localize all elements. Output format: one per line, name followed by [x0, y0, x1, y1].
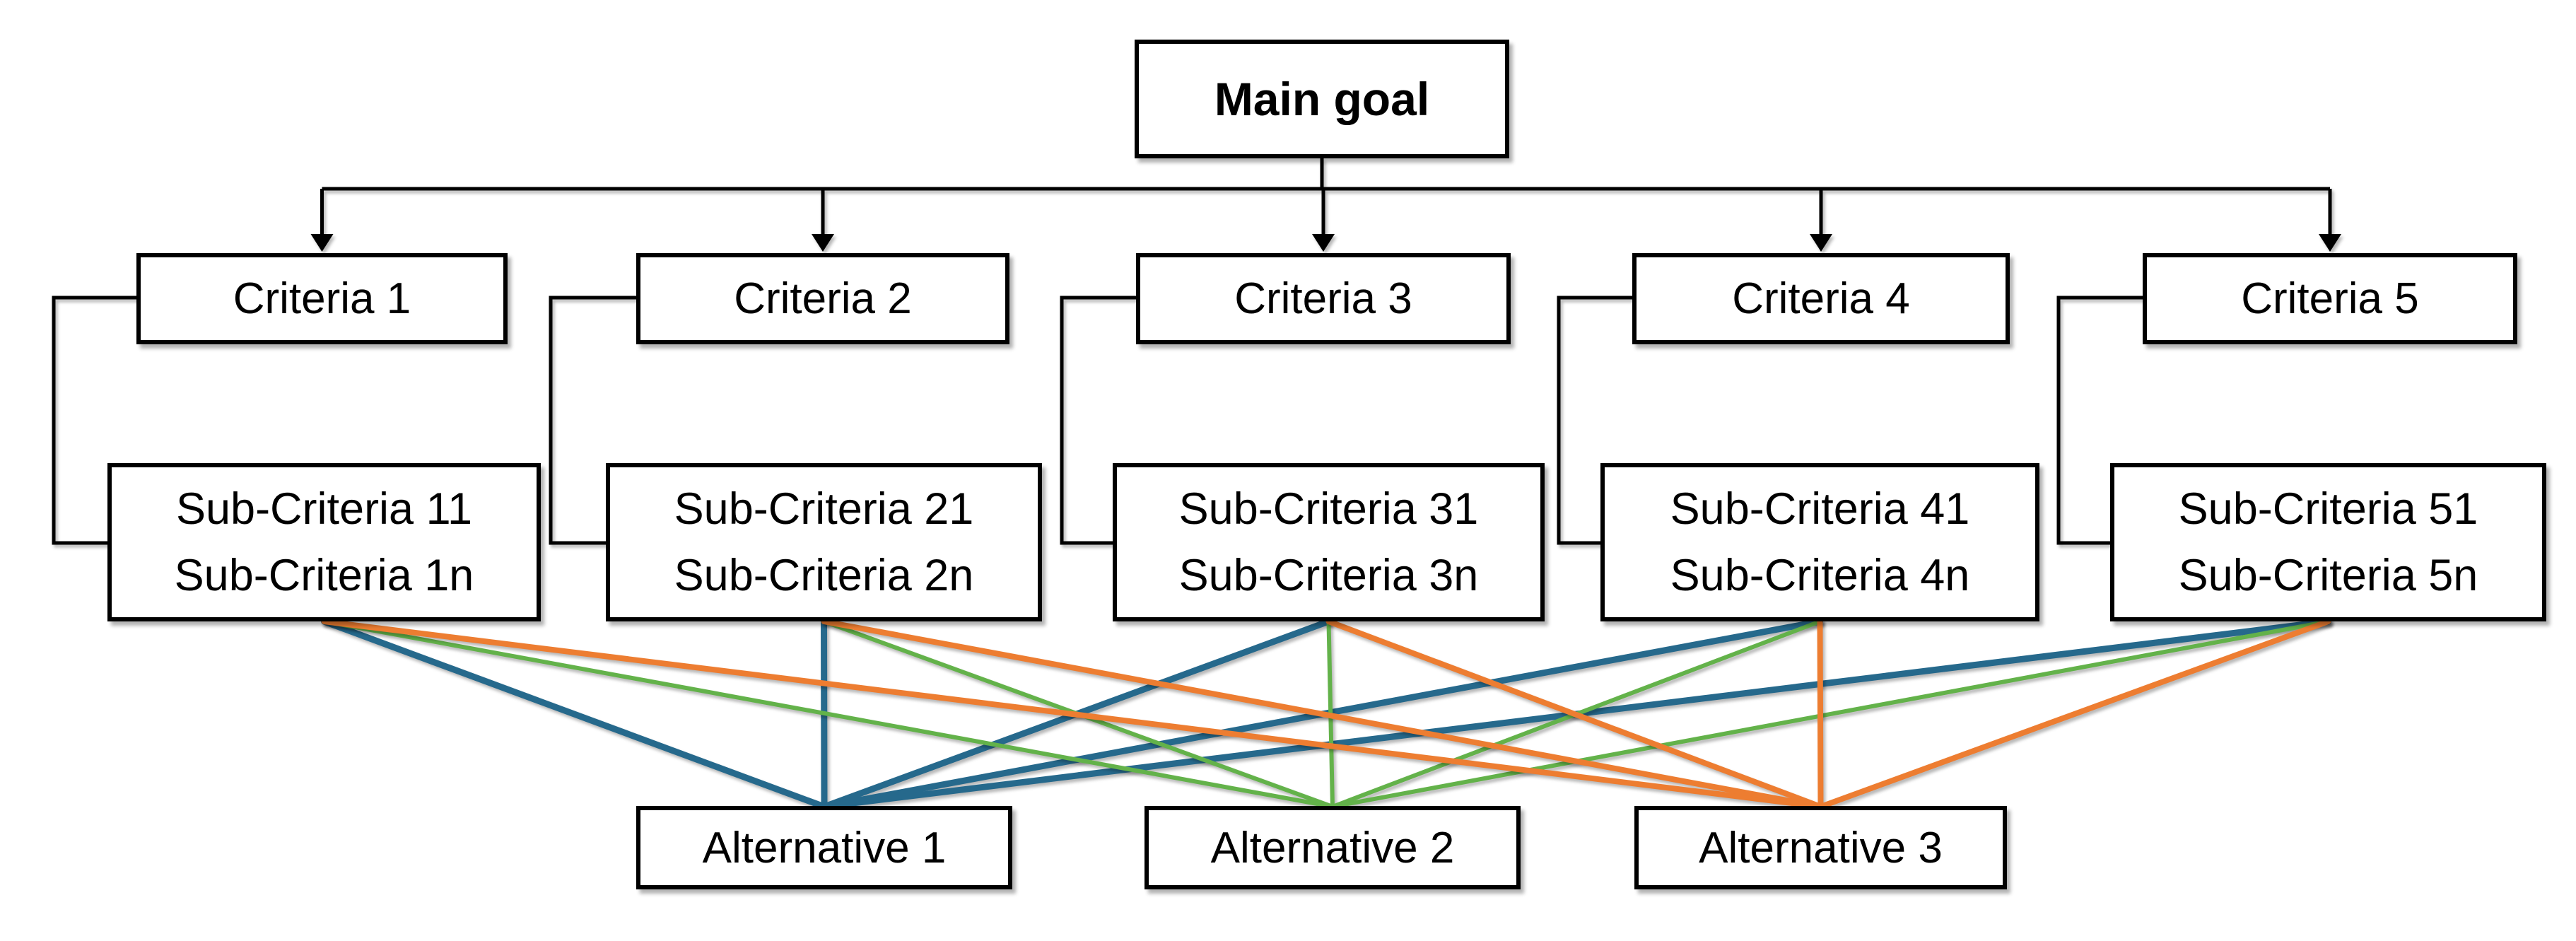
sub-criteria-box-3: Sub-Criteria 31 Sub-Criteria 3n — [1113, 463, 1545, 621]
arrowhead-down-icon — [2319, 234, 2341, 252]
sub-criteria-box-1: Sub-Criteria 11 Sub-Criteria 1n — [107, 463, 541, 621]
sub-criteria-line-1: Sub-Criteria 31 — [1178, 484, 1479, 534]
arrowhead-down-icon — [1810, 234, 1832, 252]
sub-criteria-box-4: Sub-Criteria 41 Sub-Criteria 4n — [1600, 463, 2039, 621]
criteria-box-5: Criteria 5 — [2143, 253, 2517, 344]
arrowhead-down-icon — [1312, 234, 1335, 252]
edges-to-alternative-3 — [321, 619, 2331, 810]
arrowhead-down-icon — [310, 234, 334, 252]
criteria-box-2: Criteria 2 — [636, 253, 1009, 344]
criteria-label: Criteria 5 — [2241, 274, 2419, 323]
sub-criteria-line-2: Sub-Criteria 1n — [174, 551, 474, 600]
criteria-box-1: Criteria 1 — [136, 253, 508, 344]
sub-criteria-line-2: Sub-Criteria 2n — [674, 551, 974, 600]
sub-criteria-line-1: Sub-Criteria 51 — [2178, 484, 2478, 534]
criteria-box-3: Criteria 3 — [1136, 253, 1511, 344]
alternative-label: Alternative 3 — [1699, 823, 1943, 872]
arrowhead-down-icon — [812, 234, 834, 252]
alternative-box-2: Alternative 2 — [1144, 806, 1521, 889]
sub-criteria-line-2: Sub-Criteria 5n — [2178, 551, 2478, 600]
black-connectors — [52, 158, 2341, 545]
sub-criteria-line-1: Sub-Criteria 11 — [175, 484, 472, 534]
sub-criteria-line-1: Sub-Criteria 21 — [674, 484, 974, 534]
sub-criteria-box-2: Sub-Criteria 21 Sub-Criteria 2n — [606, 463, 1042, 621]
criteria-label: Criteria 3 — [1234, 274, 1412, 323]
alternative-box-3: Alternative 3 — [1634, 806, 2007, 889]
alternative-label: Alternative 2 — [1210, 823, 1455, 872]
alternative-label: Alternative 1 — [702, 823, 947, 872]
sub-criteria-line-2: Sub-Criteria 4n — [1670, 551, 1970, 600]
criteria-label: Criteria 4 — [1732, 274, 1910, 323]
sub-criteria-box-5: Sub-Criteria 51 Sub-Criteria 5n — [2110, 463, 2546, 621]
sub-criteria-line-2: Sub-Criteria 3n — [1178, 551, 1479, 600]
criteria-box-4: Criteria 4 — [1632, 253, 2010, 344]
main-goal-box: Main goal — [1135, 40, 1509, 158]
alternative-box-1: Alternative 1 — [636, 806, 1012, 889]
main-goal-label: Main goal — [1214, 73, 1430, 125]
criteria-label: Criteria 2 — [734, 274, 912, 323]
sub-criteria-line-1: Sub-Criteria 41 — [1670, 484, 1970, 534]
criteria-label: Criteria 1 — [233, 274, 411, 323]
